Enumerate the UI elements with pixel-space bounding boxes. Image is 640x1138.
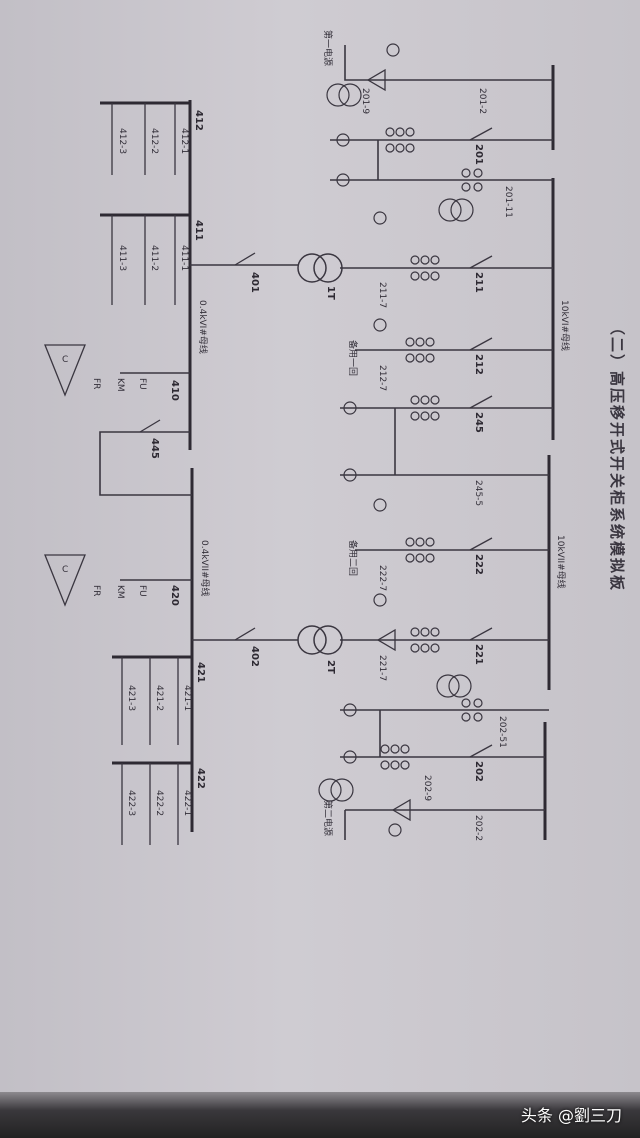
- label-411: 411: [193, 220, 204, 241]
- label-445: 445: [149, 438, 160, 459]
- source2-label: 第二电源: [322, 800, 334, 836]
- lv-lines: [44, 252, 298, 641]
- label-fr-410: FR: [91, 378, 101, 389]
- label-201-9: 201-9: [360, 88, 370, 114]
- label-211: 211: [473, 272, 484, 293]
- label-202: 202: [473, 761, 484, 782]
- label-212-7: 212-7: [377, 365, 387, 391]
- label-c-420: C: [62, 565, 68, 575]
- label-222: 222: [473, 554, 484, 575]
- label-411-1: 411-1: [179, 245, 189, 271]
- label-222-7: 222-7: [377, 565, 387, 591]
- label-421-1: 421-1: [182, 685, 192, 711]
- voltage-transformers: [318, 83, 474, 802]
- label-201: 201: [473, 144, 484, 165]
- label-421-3: 421-3: [126, 685, 136, 711]
- lv-buses: [100, 100, 194, 832]
- source1-label: 第一电源: [322, 30, 334, 66]
- hv-feeders: [330, 45, 553, 840]
- label-201-11: 201-11: [503, 186, 513, 218]
- label-202-2: 202-2: [473, 815, 483, 841]
- label-km-410: KM: [115, 378, 125, 392]
- hv-buses: [543, 65, 555, 840]
- label-201-2: 201-2: [477, 88, 487, 114]
- hv-breakers: [469, 127, 493, 758]
- label-245-5: 245-5: [473, 480, 483, 506]
- label-202-51: 202-51: [497, 716, 507, 748]
- label-221: 221: [473, 644, 484, 665]
- lv-bus2-label: 0.4kVII#母线: [199, 540, 211, 597]
- hv-bus1-label: 10kVI#母线: [559, 300, 571, 351]
- hv-bus2-label: 10kVII#母线: [555, 535, 567, 589]
- photo-edge: [0, 1092, 640, 1138]
- transformer-2t: [297, 625, 343, 655]
- label-422: 422: [195, 768, 206, 789]
- lv-bus1-label: 0.4kVI#母线: [197, 300, 209, 354]
- spare2-label: 备用二回: [347, 540, 359, 576]
- label-412-3: 412-3: [117, 128, 127, 154]
- label-202-9: 202-9: [422, 775, 432, 801]
- label-422-1: 422-1: [182, 790, 192, 816]
- diagram-title: （二）高压移开式开关柜系统模拟板: [608, 320, 626, 592]
- label-421: 421: [195, 662, 206, 683]
- spare1-label: 备用一回: [347, 340, 359, 376]
- label-422-2: 422-2: [154, 790, 164, 816]
- label-km-420: KM: [115, 585, 125, 599]
- label-1t: 1T: [325, 286, 336, 300]
- label-245: 245: [473, 412, 484, 433]
- label-2t: 2T: [325, 660, 336, 674]
- label-422-3: 422-3: [126, 790, 136, 816]
- label-211-7: 211-7: [377, 282, 387, 308]
- label-420: 420: [169, 585, 180, 606]
- label-411-2: 411-2: [149, 245, 159, 271]
- label-411-3: 411-3: [117, 245, 127, 271]
- label-421-2: 421-2: [154, 685, 164, 711]
- label-fu-420: FU: [137, 585, 147, 597]
- watermark: 头条 @劉三刀: [520, 1106, 622, 1125]
- label-410: 410: [169, 380, 180, 401]
- label-412-2: 412-2: [149, 128, 159, 154]
- label-fu-410: FU: [137, 378, 147, 390]
- transformer-1t: [297, 253, 343, 283]
- label-fr-420: FR: [91, 585, 101, 596]
- label-412-1: 412-1: [179, 128, 189, 154]
- label-212: 212: [473, 354, 484, 375]
- indicator-lamps: [336, 43, 402, 837]
- label-221-7: 221-7: [377, 655, 387, 681]
- lv-branches: [111, 103, 179, 845]
- label-401: 401: [249, 272, 260, 293]
- label-402: 402: [249, 646, 260, 667]
- ct-groups: [380, 127, 483, 770]
- label-412: 412: [193, 110, 204, 131]
- label-c-410: C: [62, 355, 68, 365]
